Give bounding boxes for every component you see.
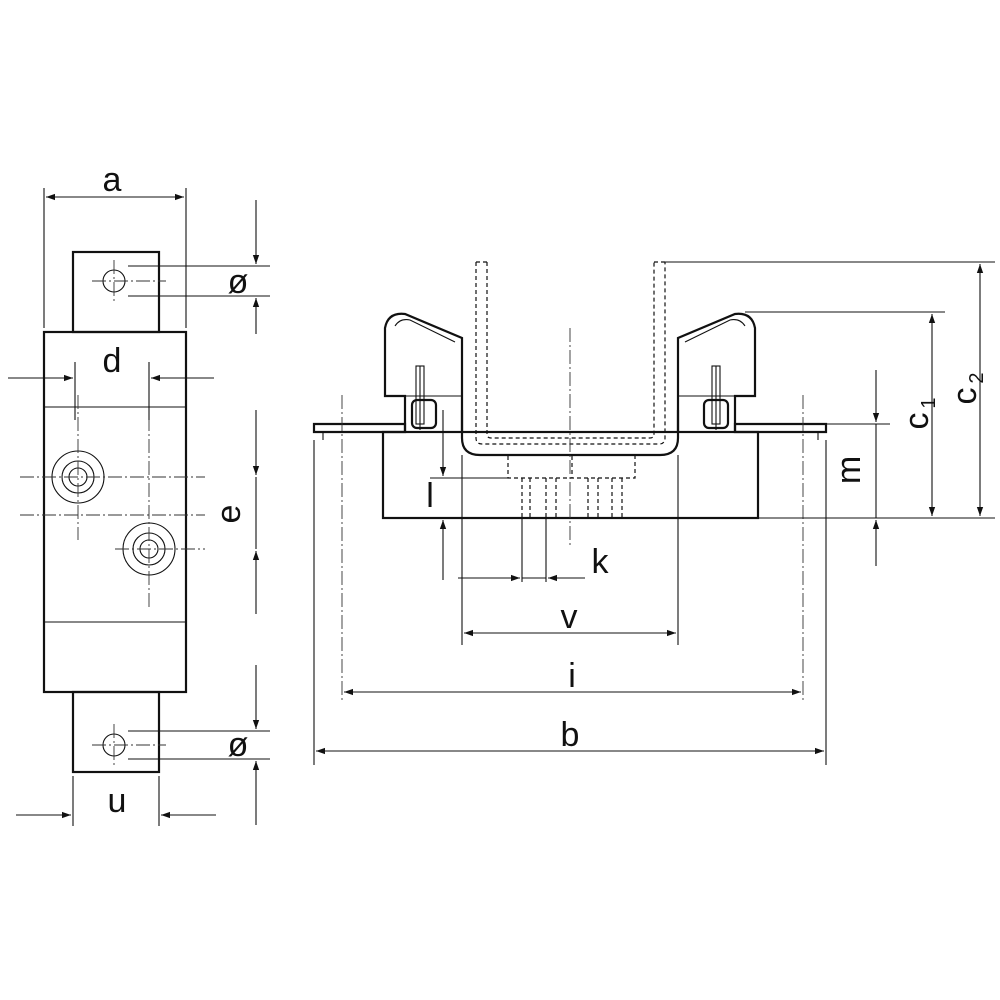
right-contact-clip — [676, 312, 757, 432]
dimension-label-m: m — [830, 456, 868, 484]
dimension-label-c2: c 2 — [946, 372, 988, 404]
dimension-label-e: e — [210, 505, 248, 524]
dimension-label-diameter-bottom: ø — [228, 726, 249, 764]
fuse-link-outline — [475, 261, 666, 445]
dimension-label-b: b — [561, 716, 580, 754]
dimension-label-a: a — [103, 161, 122, 199]
left-contact-clip — [383, 312, 464, 432]
svg-text:2: 2 — [966, 372, 988, 383]
svg-text:c: c — [898, 413, 936, 430]
dimension-label-d: d — [103, 342, 122, 380]
svg-text:c: c — [946, 388, 984, 405]
svg-text:1: 1 — [918, 397, 940, 408]
dimension-label-i: i — [568, 657, 576, 695]
dimension-label-diameter-top: ø — [228, 263, 249, 301]
base-body — [42, 330, 188, 694]
bottom-mounting-tab — [71, 690, 161, 774]
dimension-label-u: u — [108, 782, 127, 820]
dimension-label-c1: c 1 — [898, 397, 940, 429]
dimension-label-k: k — [592, 543, 610, 581]
insulating-base — [381, 430, 760, 520]
side-view: c 1 c 2 m l k v i b — [312, 261, 995, 765]
dimension-label-v: v — [561, 598, 578, 636]
dimension-label-l: l — [426, 477, 434, 515]
top-view: a ø d e ø u — [8, 161, 270, 826]
